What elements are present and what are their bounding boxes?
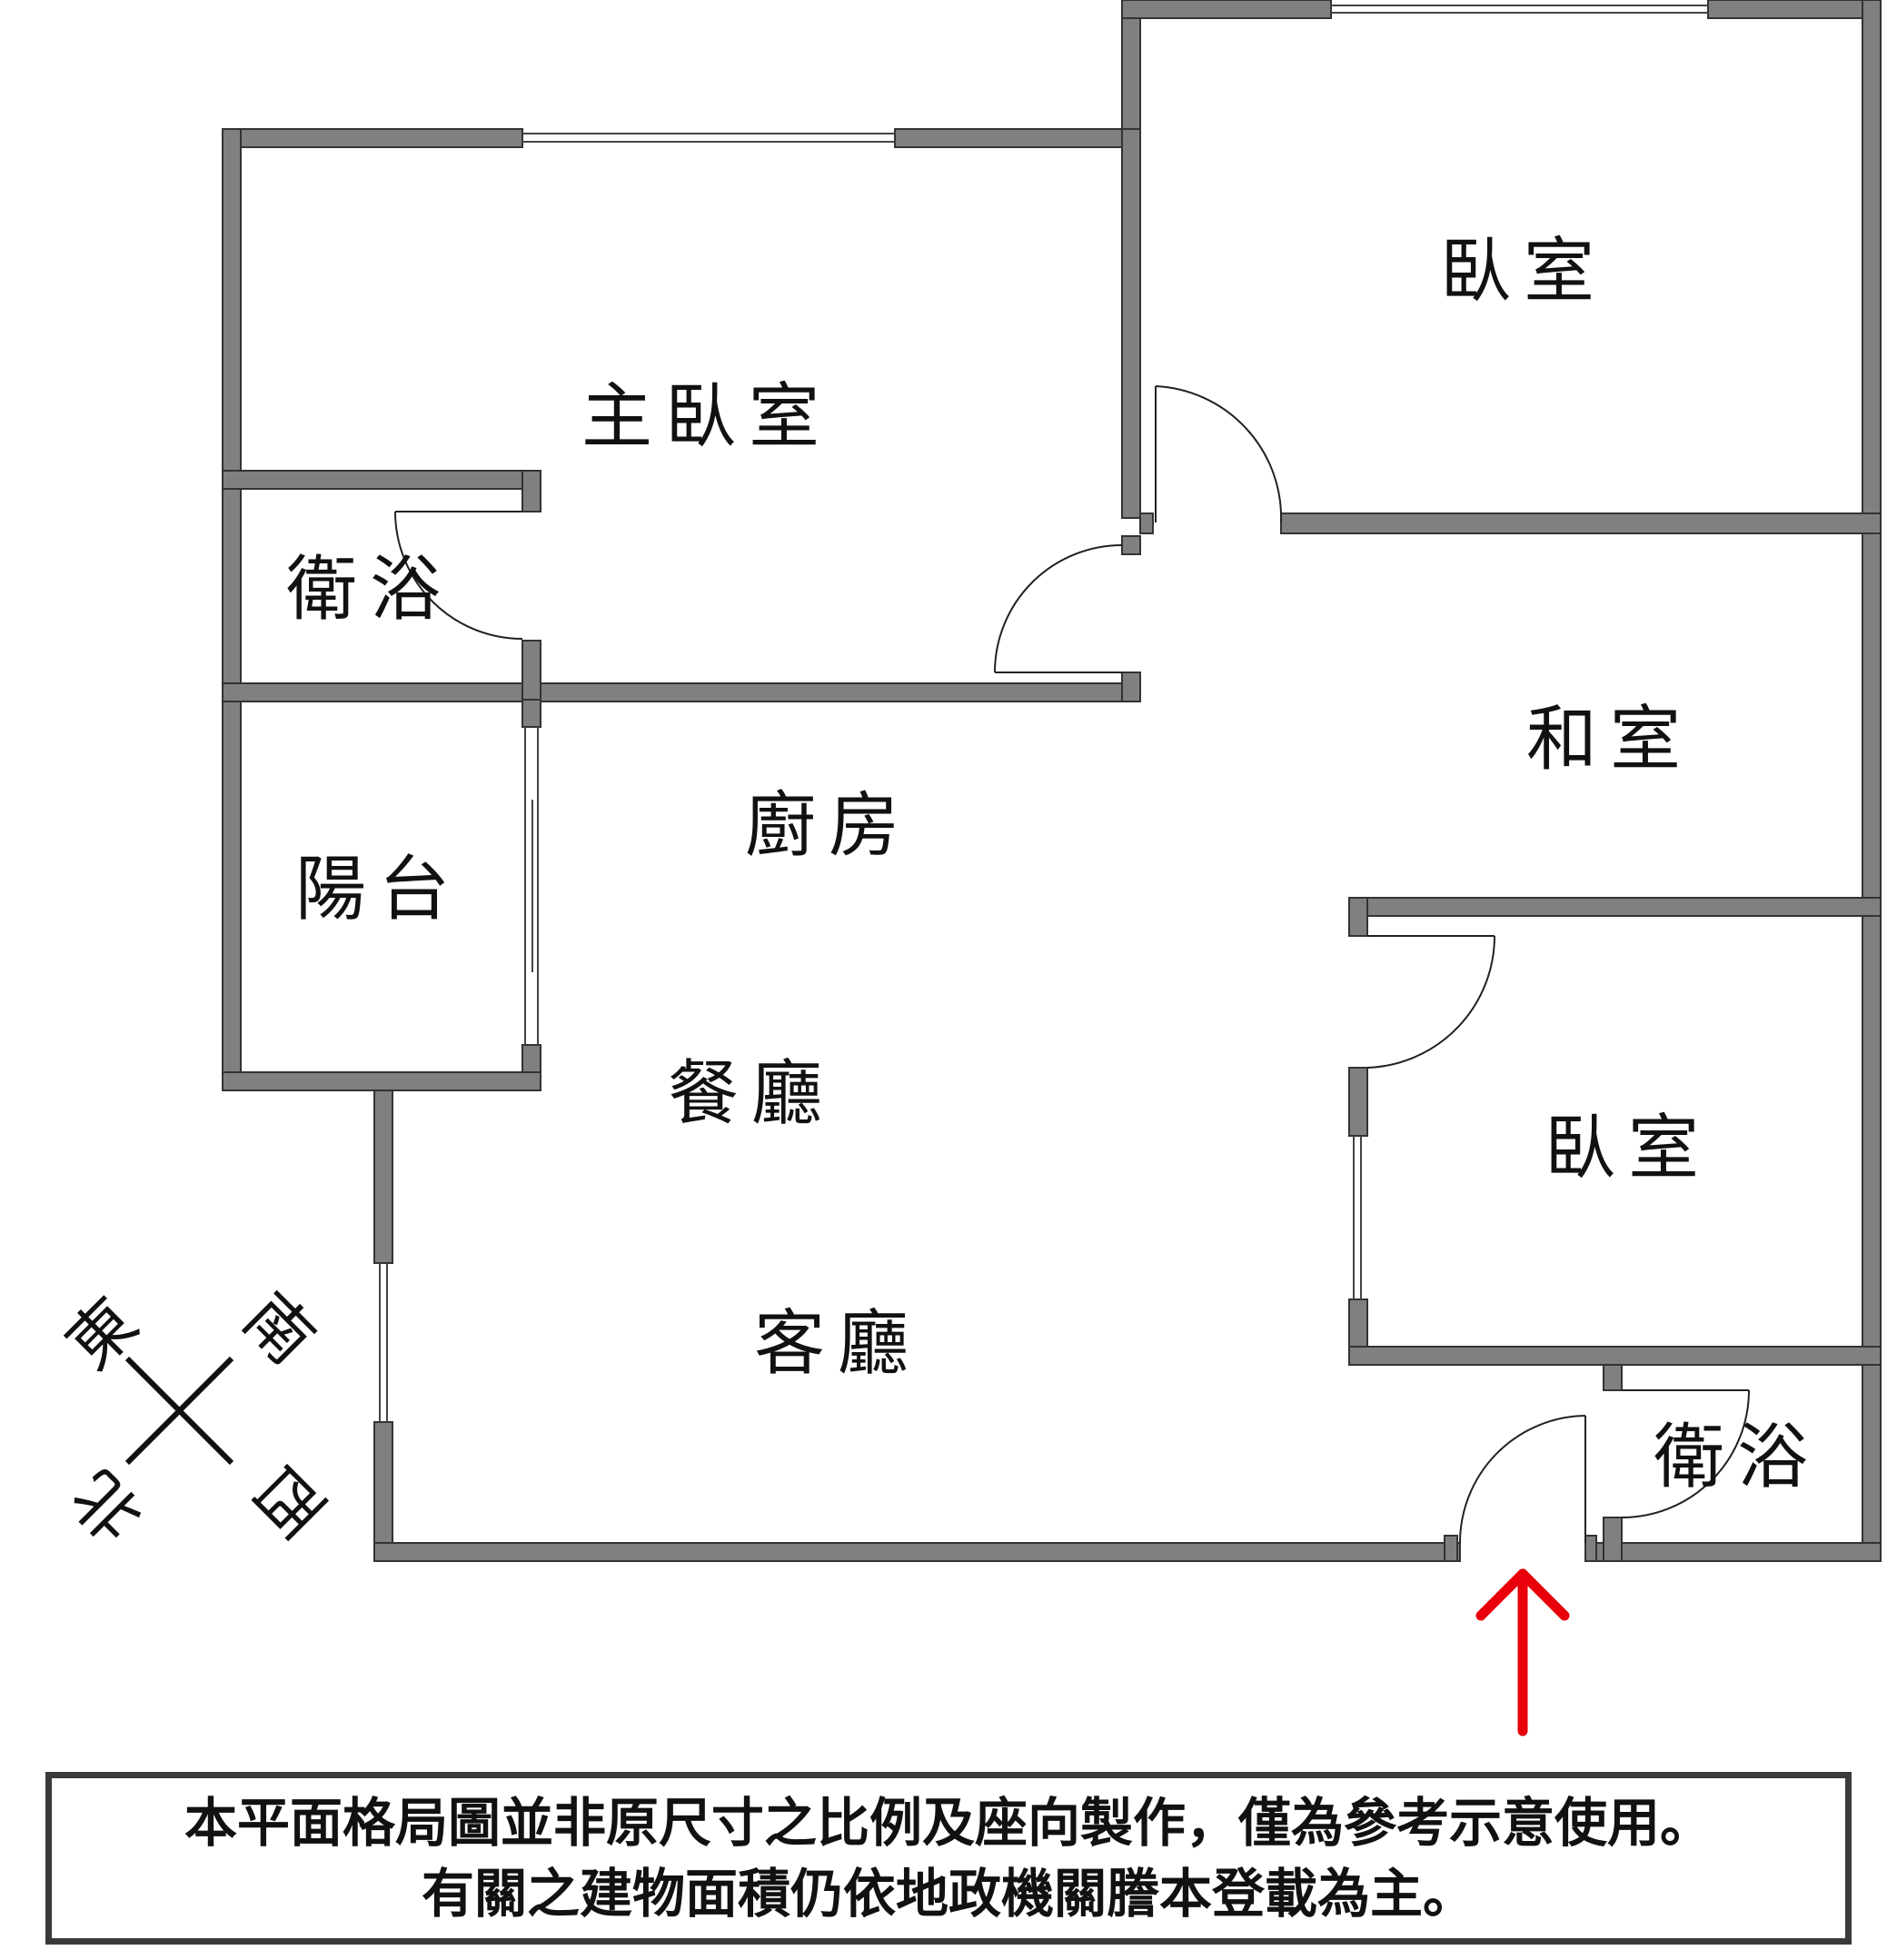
room-label-balcony: 陽台 [295, 849, 462, 930]
wall [1121, 535, 1141, 555]
door-swing [394, 511, 523, 640]
wall [1603, 1517, 1623, 1562]
disclaimer-line-1: 本平面格局圖並非原尺寸之比例及座向製作，僅為參考示意使用。 [184, 1792, 1713, 1854]
wall [1280, 512, 1882, 534]
wall [222, 470, 541, 490]
wall [373, 1421, 393, 1562]
room-label-bathroom-left: 衛浴 [286, 549, 453, 631]
wall [222, 128, 242, 1091]
wall [1121, 128, 1141, 519]
wall [1348, 897, 1368, 937]
room-label-living-room: 客廳 [754, 1303, 921, 1385]
room-label-master-bedroom: 主臥室 [581, 376, 832, 458]
wall [1121, 0, 1141, 148]
up-arrow-icon [1475, 1568, 1570, 1736]
wall [1862, 0, 1882, 1562]
compass-west: 西 [239, 1451, 339, 1551]
windows [379, 5, 1708, 1422]
wall [1121, 0, 1332, 19]
wall [1348, 1067, 1368, 1137]
wall [1444, 1535, 1458, 1562]
wall [373, 1089, 393, 1264]
disclaimer-line-2: 有關之建物面積仍依地政機關謄本登載為主。 [421, 1863, 1475, 1925]
wall [894, 128, 1123, 148]
wall [1139, 512, 1154, 534]
wall [222, 128, 523, 148]
wall [222, 682, 1141, 702]
compass-line [124, 1356, 234, 1466]
door-swing [1366, 935, 1495, 1069]
wall [1584, 1535, 1597, 1562]
wall [1707, 0, 1882, 19]
door-swing [994, 544, 1123, 673]
door-swing [1621, 1389, 1750, 1518]
room-label-dining-room: 餐廳 [668, 1053, 835, 1135]
wall [1584, 1542, 1882, 1562]
room-labels: 主臥室 臥室 衛浴 和室 廚房 陽台 餐廳 臥室 客廳 衛浴 [286, 231, 1821, 1498]
wall [1348, 1346, 1882, 1366]
compass: 東 南 北 西 [52, 1278, 339, 1557]
room-label-bathroom-right: 衛浴 [1654, 1417, 1821, 1498]
room-label-bedroom-right: 臥室 [1544, 1108, 1712, 1189]
room-label-japanese-room: 和室 [1526, 699, 1693, 781]
wall [1348, 897, 1882, 917]
compass-south: 南 [229, 1278, 329, 1378]
room-label-kitchen: 廚房 [745, 785, 912, 867]
room-label-bedroom-top: 臥室 [1440, 231, 1607, 313]
wall [1121, 672, 1141, 702]
walls [222, 0, 1882, 1562]
wall [1603, 1364, 1623, 1391]
compass-north: 北 [57, 1457, 157, 1557]
door-swing [1459, 1415, 1586, 1544]
wall [521, 470, 541, 512]
wall [521, 699, 541, 728]
wall [222, 1071, 541, 1091]
doors [394, 385, 1750, 1544]
floor-plan: 主臥室 臥室 衛浴 和室 廚房 陽台 餐廳 臥室 客廳 衛浴 東 南 北 西 [52, 0, 1882, 1736]
disclaimer-box: 本平面格局圖並非原尺寸之比例及座向製作，僅為參考示意使用。 有關之建物面積仍依地… [45, 1772, 1852, 1945]
door-swing [1155, 385, 1283, 523]
wall [373, 1542, 1461, 1562]
